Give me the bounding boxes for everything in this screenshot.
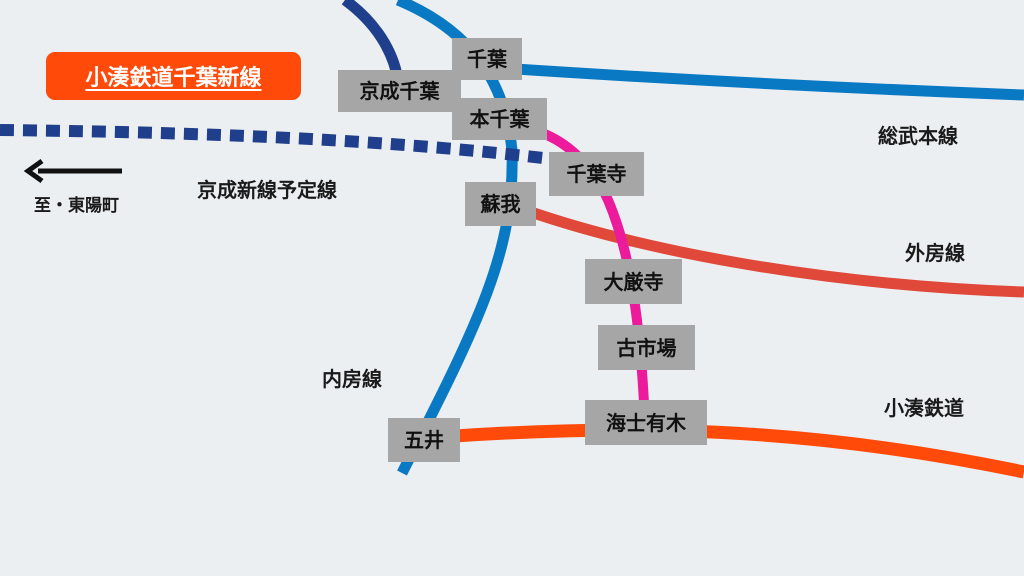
sotobo-line-label: 外房線: [905, 241, 965, 265]
title-badge: 小湊鉄道千葉新線: [46, 52, 301, 100]
keisei-new-line-label: 京成新線予定線: [197, 178, 337, 202]
arrow-left-icon: [23, 158, 122, 184]
map-title: 小湊鉄道千葉新線: [85, 66, 262, 91]
station-keisei-chiba[interactable]: 京成千葉: [338, 70, 461, 112]
keisei-chiba-line: [341, 0, 404, 82]
station-ichibaba[interactable]: 古市場: [598, 325, 695, 370]
station-soga[interactable]: 蘇我: [465, 182, 536, 226]
keisei-new-planned-line: [0, 124, 561, 166]
station-chiba[interactable]: 千葉: [452, 38, 522, 80]
sotobo-line: [523, 204, 1024, 298]
sobu-line-label: 総武本線: [878, 124, 958, 148]
sobu-line: [499, 62, 1024, 101]
direction-label: 至・東陽町: [34, 196, 119, 216]
station-goi[interactable]: 五井: [388, 418, 460, 462]
kominato-line: [454, 423, 1024, 479]
direction-indicator: 至・東陽町: [18, 155, 148, 216]
station-amaariki[interactable]: 海士有木: [585, 400, 707, 445]
station-daiganji[interactable]: 大厳寺: [585, 259, 682, 304]
kominato-line-label: 小湊鉄道: [884, 396, 964, 420]
station-hon-chiba[interactable]: 本千葉: [452, 98, 547, 140]
station-chibadera[interactable]: 千葉寺: [549, 152, 644, 196]
uchibo-line-label: 内房線: [322, 367, 382, 391]
